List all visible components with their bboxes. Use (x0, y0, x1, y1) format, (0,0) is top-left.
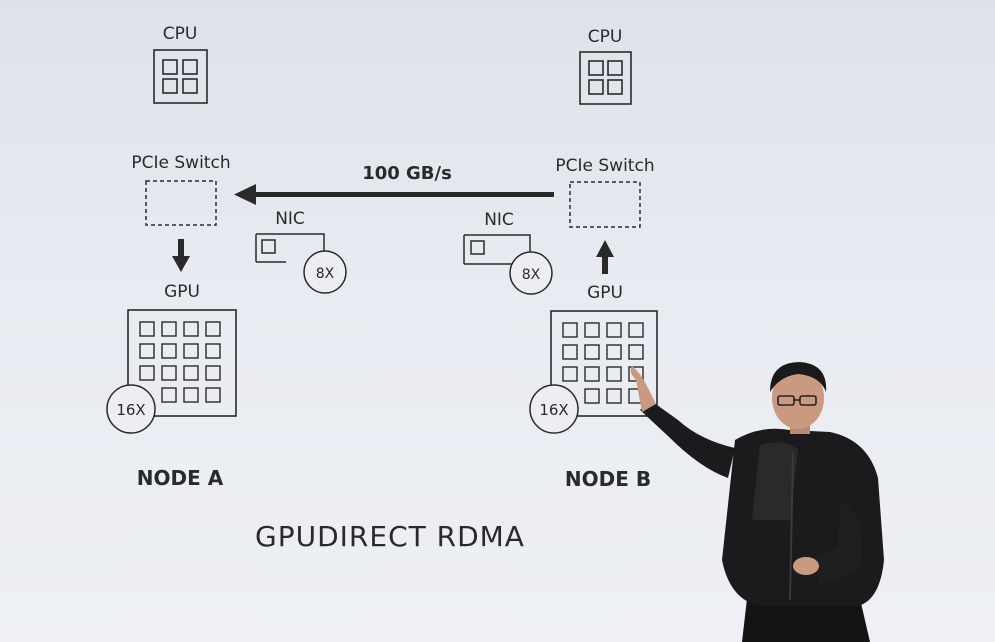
node-b-nic-icon (463, 234, 531, 265)
node-b-gpu-icon (550, 310, 658, 417)
node-a-cpu-icon (153, 49, 208, 104)
node-a-label: NODE A (137, 466, 224, 490)
node-b-pcie-switch-icon (569, 181, 641, 228)
node-a-gpu-icon (127, 309, 237, 417)
node-b-nic-badge: 8X (522, 267, 541, 283)
node-a-pcie-switch-icon (145, 180, 217, 226)
node-a: CPU PCIe Switch NIC 8X GPU (106, 24, 347, 490)
node-b-gpu-badge-circle (529, 384, 579, 434)
presenter-figure (630, 362, 884, 642)
node-b-nic-badge-circle (509, 251, 553, 295)
node-b-label: NODE B (565, 467, 651, 491)
node-a-gpu-badge-circle (106, 384, 156, 434)
rdma-link: 100 GB/s (234, 163, 554, 205)
node-a-gpu-badge: 16X (116, 401, 145, 419)
node-a-down-arrow-icon (172, 239, 190, 272)
node-a-gpu-label: GPU (164, 282, 200, 302)
node-a-cpu-label: CPU (163, 24, 198, 44)
node-b-gpu-badge: 16X (539, 401, 568, 419)
link-bandwidth-label: 100 GB/s (362, 163, 452, 184)
node-b-cpu-icon (579, 51, 632, 105)
node-b-gpu-label: GPU (587, 283, 623, 303)
node-a-nic-icon (255, 233, 325, 263)
node-b-cpu-label: CPU (588, 27, 623, 47)
node-a-nic-badge-circle (303, 250, 347, 294)
node-a-nic-label: NIC (275, 209, 305, 229)
node-b-nic-label: NIC (484, 210, 514, 230)
diagram-title: GPUDIRECT RDMA (255, 520, 525, 553)
node-b-pcie-switch-label: PCIe Switch (555, 156, 654, 176)
node-b-up-arrow-icon (596, 240, 614, 274)
node-a-pcie-switch-label: PCIe Switch (131, 153, 230, 173)
left-arrow-icon (234, 184, 554, 205)
node-b: CPU PCIe Switch NIC 8X GPU (463, 27, 658, 491)
node-a-nic-badge: 8X (316, 266, 335, 282)
